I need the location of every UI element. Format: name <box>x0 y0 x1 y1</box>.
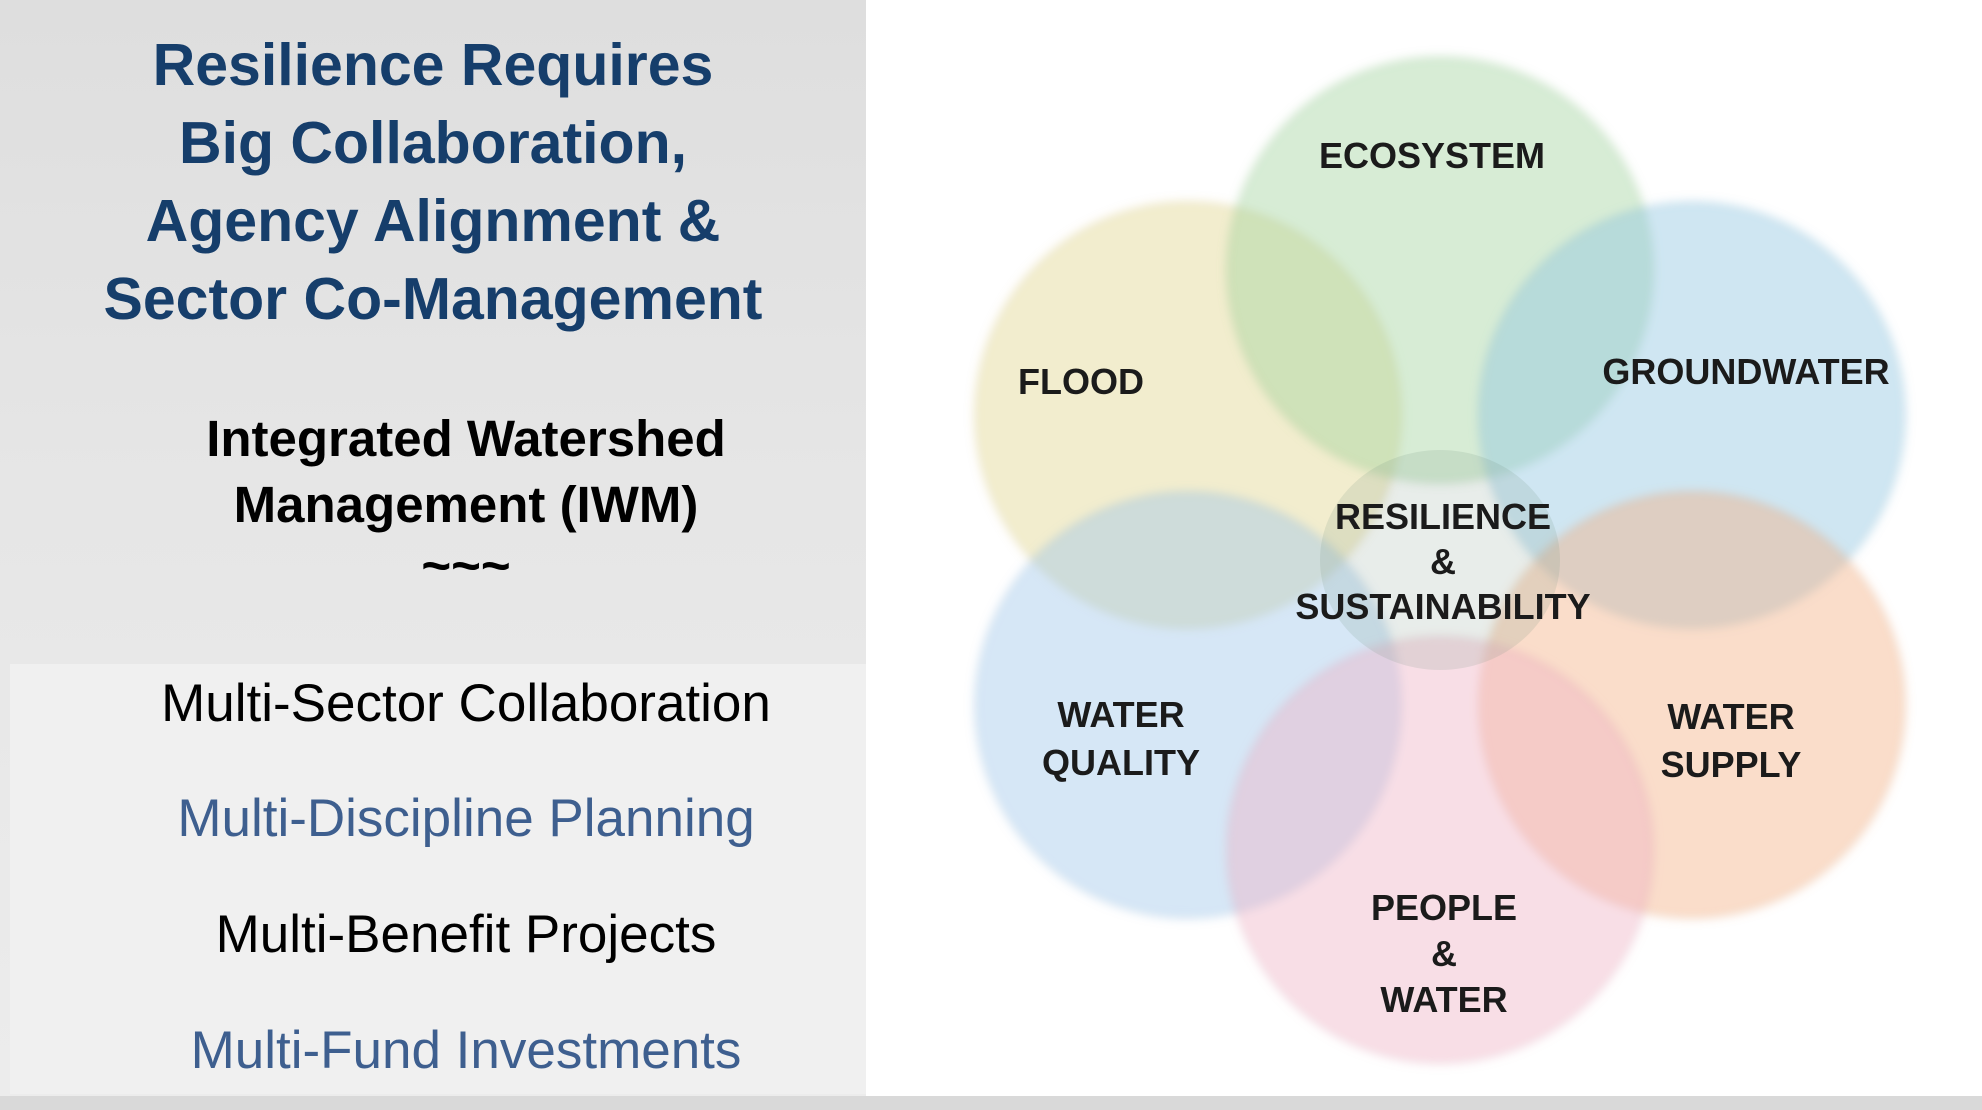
center-label-line-2: & <box>1430 541 1456 582</box>
subtitle-line-1: Integrated Watershed <box>206 410 726 467</box>
list-item-multi-fund: Multi-Fund Investments <box>190 1021 742 1080</box>
title-line-3: Agency Alignment & <box>145 188 721 254</box>
title-line-1: Resilience Requires <box>152 32 714 98</box>
label-water-quality-line-2: QUALITY <box>1042 742 1200 783</box>
label-water-supply-line-2: SUPPLY <box>1661 744 1802 785</box>
label-people-water-line-1: PEOPLE <box>1371 887 1517 928</box>
petal-people-water-circle <box>1227 637 1653 1063</box>
label-people-water-line-3: WATER <box>1380 979 1507 1020</box>
list-panel <box>10 664 866 1094</box>
bottom-strip <box>0 1096 1982 1110</box>
center-overlap <box>1320 450 1560 670</box>
label-flood: FLOOD <box>1018 361 1144 402</box>
label-groundwater: GROUNDWATER <box>1602 351 1889 392</box>
petal-people-water <box>1227 637 1653 1063</box>
title-line-4: Sector Co-Management <box>103 266 763 332</box>
center-label-line-1: RESILIENCE <box>1335 496 1551 537</box>
subtitle-separator: ~~~ <box>421 537 511 594</box>
label-people-water-line-2: & <box>1431 933 1457 974</box>
label-water-quality-line-1: WATER <box>1057 694 1184 735</box>
label-ecosystem: ECOSYSTEM <box>1319 135 1545 176</box>
list-item-multi-discipline: Multi-Discipline Planning <box>177 789 755 848</box>
subtitle: Integrated Watershed Management (IWM) <box>0 406 932 538</box>
center-label-line-3: SUSTAINABILITY <box>1295 586 1590 627</box>
list-item-multi-benefit: Multi-Benefit Projects <box>215 905 717 964</box>
title-line-2: Big Collaboration, <box>178 110 688 176</box>
slide-title: Resilience Requires Big Collaboration, A… <box>0 26 866 338</box>
label-water-supply-line-1: WATER <box>1667 696 1794 737</box>
subtitle-line-2: Management (IWM) <box>233 476 699 533</box>
list-item-multi-sector: Multi-Sector Collaboration <box>161 674 771 733</box>
